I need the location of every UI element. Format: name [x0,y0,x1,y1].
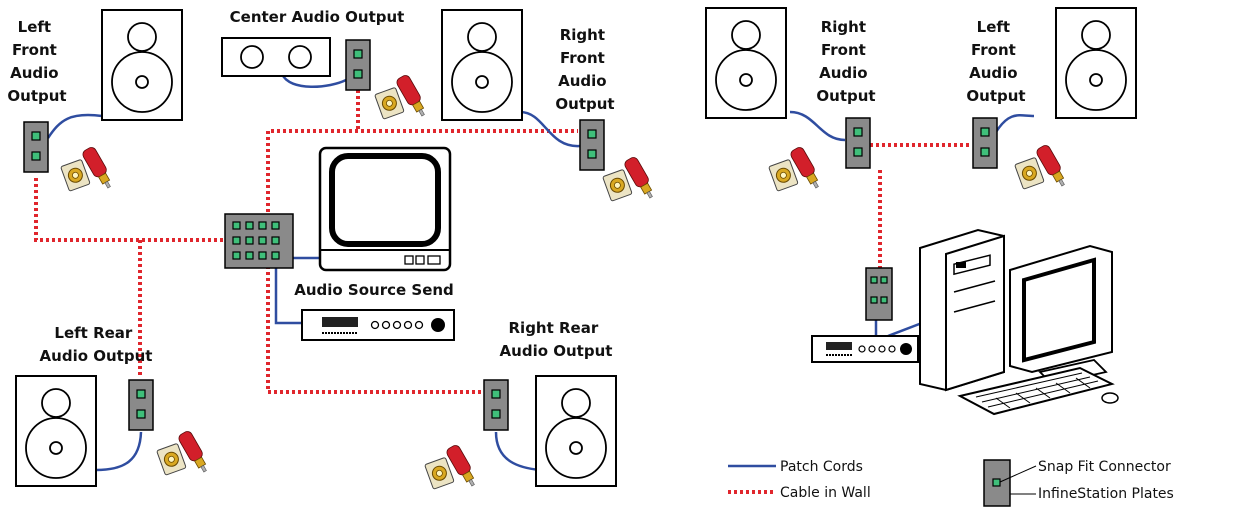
label-pc-left-front: Left Front Audio Output [966,18,1025,105]
patch-pc-right-front [789,110,846,142]
legend-plate-icon [983,459,1011,507]
label-left-front: Left Front Audio Output [7,18,66,105]
connector-plugs-pc-left-front [1014,143,1070,190]
patch-right-rear [494,431,541,472]
left-front-speaker [101,9,183,121]
patch-receiver [274,266,302,325]
pc-source-plate [865,267,893,321]
central-plate [224,213,294,269]
left-front-plate [23,121,49,173]
right-rear-speaker [535,375,617,487]
left-rear-speaker [15,375,97,487]
legend-snap-leader [999,465,1037,483]
right-front-speaker [441,9,523,121]
wall-cable-left-front [34,178,225,242]
audio-receiver [301,309,455,341]
right-front-plate [579,119,605,171]
pc-patch-cord-lines [789,110,1035,338]
center-plate [345,39,371,91]
pc-audio-receiver [811,335,919,363]
pc-right-front-plate [845,117,871,169]
label-center: Center Audio Output [230,8,405,26]
legend-plates-label: InfineStation Plates [1038,486,1174,502]
connector-plugs-left-rear [156,429,212,476]
right-rear-plate [483,379,509,431]
cable-in-wall-lines [34,90,578,394]
label-right-front: Right Front Audio Output [555,26,614,113]
pc-right-front-speaker [705,7,787,119]
television [318,146,452,272]
pc-cable-in-wall-lines [870,143,972,270]
legend-patch-label: Patch Cords [780,459,863,475]
patch-left-rear [95,431,143,472]
patch-pc-left-front [994,114,1035,133]
legend-wall-label: Cable in Wall [780,485,871,501]
wall-cable-center-right [266,129,578,218]
label-left-rear: Left Rear Audio Output [40,324,153,365]
label-right-rear: Right Rear Audio Output [500,319,613,360]
label-audio-source-send: Audio Source Send [294,281,454,299]
label-pc-right-front: Right Front Audio Output [816,18,875,105]
connector-plugs-pc-right-front [768,145,824,192]
connector-plugs-left-front [60,145,116,192]
patch-center [280,73,347,88]
left-rear-plate [128,379,154,431]
connector-plugs-right-front [602,155,658,202]
connector-plugs-center [374,73,430,120]
patch-left-front [46,113,103,139]
center-speaker [221,37,331,77]
wall-cable-right-rear [266,266,484,394]
connector-plugs-right-rear [424,443,480,490]
legend-snap-label: Snap Fit Connector [1038,459,1171,475]
patch-right-front [519,110,581,148]
pc-left-front-speaker [1055,7,1137,119]
pc-left-front-plate [972,117,998,169]
patch-cord-lines [46,73,581,472]
legend: Patch Cords Cable in Wall Snap Fit Conne… [728,459,1174,507]
computer [919,228,1119,416]
